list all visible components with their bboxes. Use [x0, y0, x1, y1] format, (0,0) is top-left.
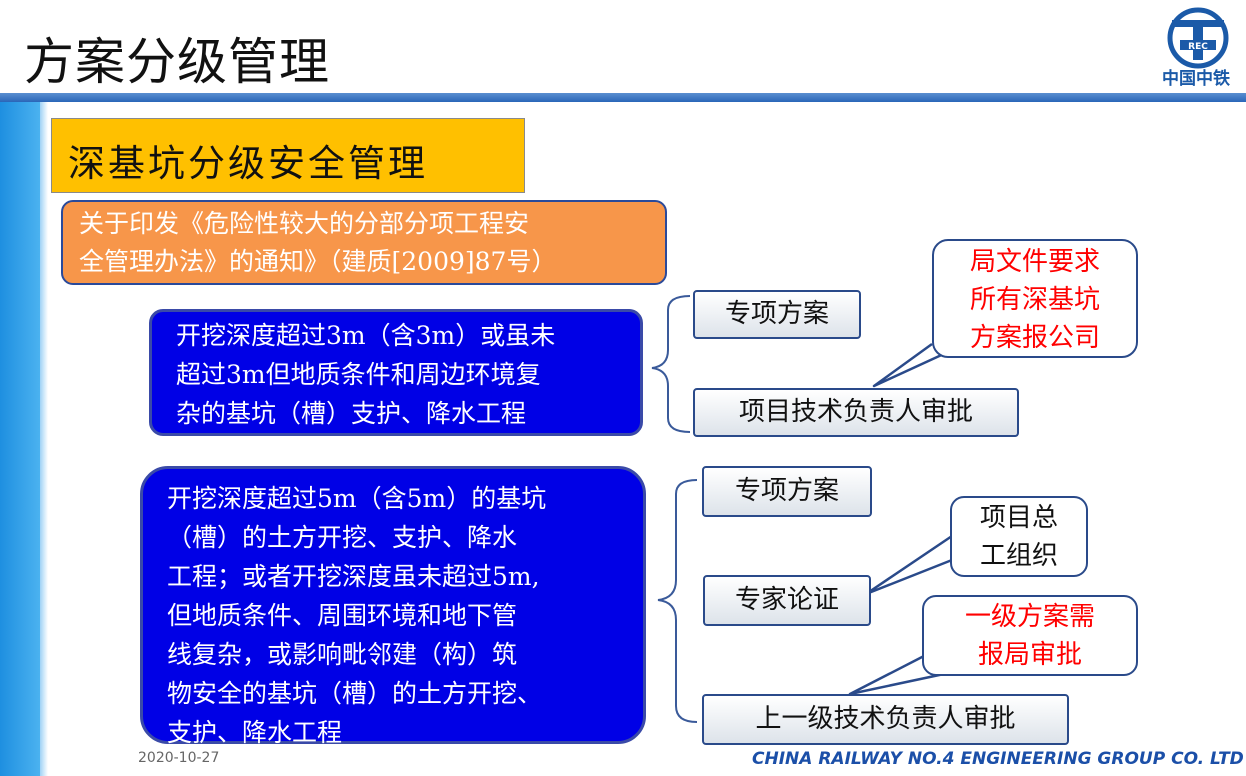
footer-date: 2020-10-27: [138, 750, 220, 766]
footer-company: CHINA RAILWAY NO.4 ENGINEERING GROUP CO.…: [752, 749, 1244, 769]
level2-line: 支护、降水工程: [167, 718, 343, 747]
slide-title: 方案分级管理: [24, 33, 330, 91]
notice-line: 关于印发《危险性较大的分部分项工程安: [79, 209, 530, 238]
svg-text:REC: REC: [1188, 42, 1208, 52]
level1-line: 超过3m但地质条件和周边环境复: [176, 360, 541, 389]
level1-special-plan-box: 专项方案: [693, 290, 861, 339]
callout-line: 方案报公司: [969, 323, 1100, 353]
level2-line: 工程；或者开挖深度虽未超过5m,: [167, 562, 540, 591]
callout-line: 报局审批: [977, 640, 1082, 670]
left-accent-gradient: [40, 102, 48, 776]
callout-line: 所有深基坑: [969, 285, 1100, 315]
level2-line: 物安全的基坑（槽）的土方开挖、: [167, 679, 543, 708]
callout-line: 一级方案需: [964, 602, 1095, 632]
top-divider-bar: [0, 93, 1246, 102]
level1-criteria-box: 开挖深度超过3m（含3m）或虽未 超过3m但地质条件和周边环境复 杂的基坑（槽）…: [149, 309, 643, 436]
level2-criteria-box: 开挖深度超过5m（含5m）的基坑 （槽）的土方开挖、支护、降水 工程；或者开挖深…: [140, 466, 646, 747]
level1-line: 杂的基坑（槽）支护、降水工程: [176, 399, 527, 428]
level2-expert-review-box: 专家论证: [703, 575, 871, 626]
callout-line: 局文件要求: [969, 247, 1100, 277]
level1-line: 开挖深度超过3m（含3m）或虽未: [176, 321, 556, 350]
left-accent-bar: [0, 102, 40, 776]
level2-line: 开挖深度超过5m（含5m）的基坑: [167, 484, 547, 513]
notice-line: 全管理办法》的通知》（建质[2009]87号）: [79, 247, 557, 276]
level1-callout: 局文件要求 所有深基坑 方案报公司: [932, 239, 1138, 358]
level2-red-callout: 一级方案需 报局审批: [922, 595, 1138, 676]
logo-text: 中国中铁: [1162, 69, 1230, 89]
callout-line: 工组织: [979, 541, 1058, 571]
level2-line: （槽）的土方开挖、支护、降水: [167, 523, 518, 552]
level1-approval-box: 项目技术负责人审批: [693, 388, 1019, 437]
level2-org-callout: 项目总 工组织: [950, 496, 1088, 577]
section-heading: 深基坑分级安全管理: [51, 118, 525, 193]
level2-approval-box: 上一级技术负责人审批: [702, 694, 1069, 745]
crec-logo-icon: REC: [1167, 7, 1229, 69]
level2-special-plan-box: 专项方案: [702, 466, 872, 517]
level2-line: 线复杂，或影响毗邻建（构）筑: [167, 640, 518, 669]
regulation-notice: 关于印发《危险性较大的分部分项工程安 全管理办法》的通知》（建质[2009]87…: [61, 200, 667, 285]
callout-line: 项目总: [979, 503, 1058, 533]
level2-line: 但地质条件、周围环境和地下管: [167, 601, 518, 630]
